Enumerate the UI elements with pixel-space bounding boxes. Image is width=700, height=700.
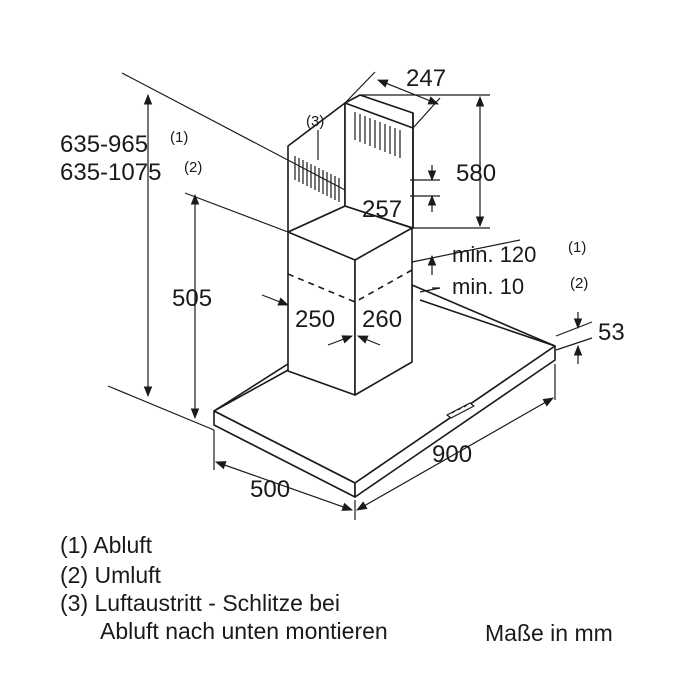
upper-chimney-height-label: 580 — [456, 160, 496, 187]
chimney-width-label: 260 — [362, 306, 402, 333]
height-range-1-note: (1) — [170, 129, 188, 146]
lower-chimney — [287, 205, 413, 396]
height-range-2-note: (2) — [184, 159, 202, 176]
min-abluft-note: (1) — [568, 239, 586, 256]
units-note: Maße in mm — [485, 620, 613, 646]
legend-item-air-outlet: (3) Luftaustritt - Schlitze bei — [60, 590, 340, 616]
upper-chimney — [287, 94, 414, 233]
chimney-width-top-label: 247 — [406, 65, 446, 92]
min-abluft-label: min. 120 — [452, 242, 536, 267]
height-range-1-label: 635-965 — [60, 131, 148, 158]
dimension-lines — [107, 71, 593, 520]
hood-width-label: 900 — [432, 441, 472, 468]
legend-item-umluft: (2) Umluft — [60, 562, 161, 588]
lower-chimney-height-label: 505 — [172, 285, 212, 312]
legend-item-abluft: (1) Abluft — [60, 532, 153, 558]
air-outlet-slots-icon — [294, 112, 401, 202]
min-umluft-note: (2) — [570, 275, 588, 292]
upper-chimney-depth-label: 257 — [362, 196, 402, 223]
chimney-depth-label: 250 — [295, 306, 335, 333]
hood-depth-label: 500 — [250, 476, 290, 503]
hood-thickness-label: 53 — [598, 319, 625, 346]
height-range-2-label: 635-1075 — [60, 159, 161, 186]
min-umluft-label: min. 10 — [452, 274, 524, 299]
air-outlet-note: (3) — [306, 113, 324, 130]
legend-item-air-outlet-cont: Abluft nach unten montieren — [100, 618, 388, 644]
